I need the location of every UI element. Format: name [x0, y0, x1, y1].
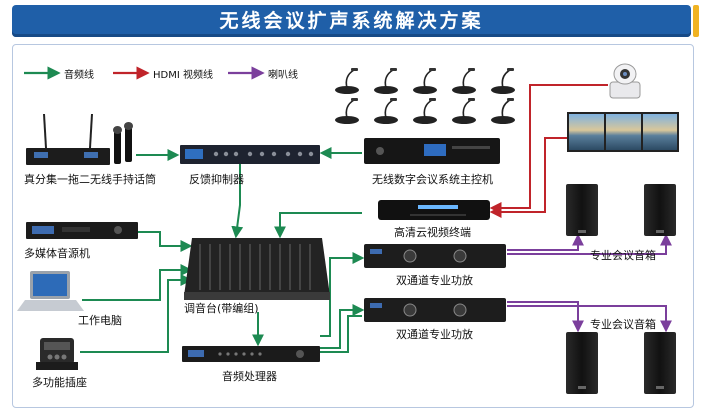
laptop-icon	[17, 271, 84, 311]
video-terminal-icon	[378, 200, 490, 220]
audio-processor-icon	[182, 346, 320, 362]
video-wall-icon	[567, 112, 679, 152]
conference-host-icon	[364, 138, 500, 164]
multi-socket-label: 多功能插座	[32, 376, 87, 389]
feedback-suppressor-icon	[180, 145, 320, 164]
wireless-mic-label: 真分集一拖二无线手持话筒	[24, 173, 156, 186]
diagram-title: 无线会议扩声系统解决方案	[219, 10, 484, 32]
ptz-camera-icon	[609, 63, 641, 99]
amplifier-1-icon	[364, 244, 506, 268]
speaker-connections	[507, 233, 672, 333]
diagram-frame	[12, 44, 694, 408]
amp-1-label: 双通道专业功放	[396, 274, 473, 287]
video-terminal-label: 高清云视频终端	[394, 226, 471, 239]
mixer-label: 调音台(带编组)	[184, 302, 259, 315]
conference-host-label: 无线数字会议系统主控机	[372, 173, 493, 186]
audio-connections	[80, 147, 365, 353]
speakers-bottom-label: 专业会议音箱	[590, 318, 656, 331]
hdmi-connections	[489, 84, 608, 218]
mixer-icon	[184, 238, 330, 300]
legend-audio-label: 音频线	[64, 70, 94, 81]
speakers-bottom-icon	[566, 332, 676, 394]
wireless-mic-icon	[26, 113, 133, 165]
speakers-top-icon	[566, 184, 676, 236]
title-bar: 无线会议扩声系统解决方案	[12, 5, 699, 37]
feedback-suppressor-label: 反馈抑制器	[189, 173, 244, 186]
media-source-label: 多媒体音源机	[24, 247, 90, 260]
amplifier-2-icon	[364, 298, 506, 322]
title-accent	[693, 5, 699, 37]
media-source-icon	[26, 222, 138, 239]
computer-label: 工作电脑	[78, 314, 122, 327]
speakers-top-label: 专业会议音箱	[590, 249, 656, 262]
legend-speaker-label: 喇叭线	[268, 70, 298, 81]
processor-label: 音频处理器	[222, 370, 277, 383]
conference-microphones	[335, 68, 515, 124]
legend-hdmi-label: HDMI 视频线	[153, 70, 213, 81]
amp-2-label: 双通道专业功放	[396, 328, 473, 341]
socket-icon	[36, 338, 78, 370]
